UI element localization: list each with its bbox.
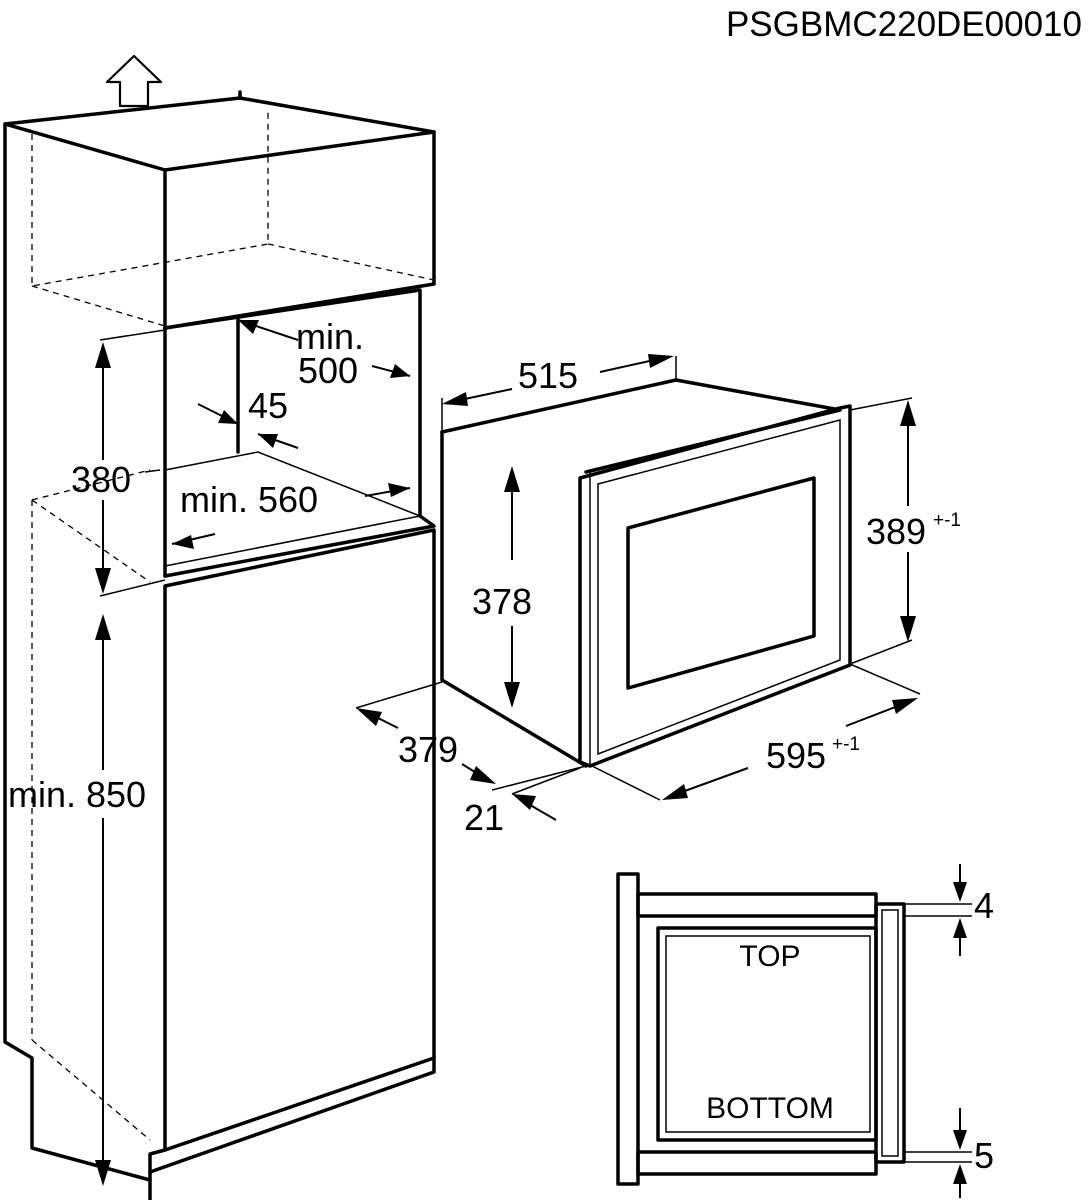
dim-389-tolerance: +-1 [933, 510, 961, 531]
microwave [440, 378, 852, 768]
dim-min-560-label: min. 560 [180, 479, 318, 520]
dim-515-label: 515 [518, 355, 578, 396]
section-detail: TOP BOTTOM 4 5 [616, 864, 994, 1198]
dim-379-label: 379 [398, 729, 458, 770]
section-top-label: TOP [739, 940, 800, 973]
section-bottom-label: BOTTOM [706, 1092, 834, 1125]
dim-378-label: 378 [472, 581, 532, 622]
microwave-dimensions: 515 378 389 +-1 379 21 [355, 354, 961, 838]
dim-min-850-label: min. 850 [8, 774, 146, 815]
dim-4-label: 4 [974, 885, 994, 926]
dim-595-label: 595 [766, 735, 826, 776]
dim-min-500-label-line2: 500 [298, 350, 358, 391]
dim-45-label: 45 [248, 385, 288, 426]
ventilation-up-arrow-icon [105, 54, 163, 108]
dim-380-label: 380 [71, 459, 131, 500]
dim-21-label: 21 [464, 797, 504, 838]
dim-min-500-label-line1: min. [296, 316, 364, 357]
dim-5-label: 5 [974, 1135, 994, 1176]
document-code: PSGBMC220DE00010 [726, 5, 1082, 44]
dim-389-label: 389 [866, 511, 926, 552]
cabinet-dimensions: min. 500 45 380 min. 560 min. 850 [8, 316, 411, 1186]
cabinet [3, 54, 436, 1200]
dim-595-tolerance: +-1 [832, 734, 860, 755]
